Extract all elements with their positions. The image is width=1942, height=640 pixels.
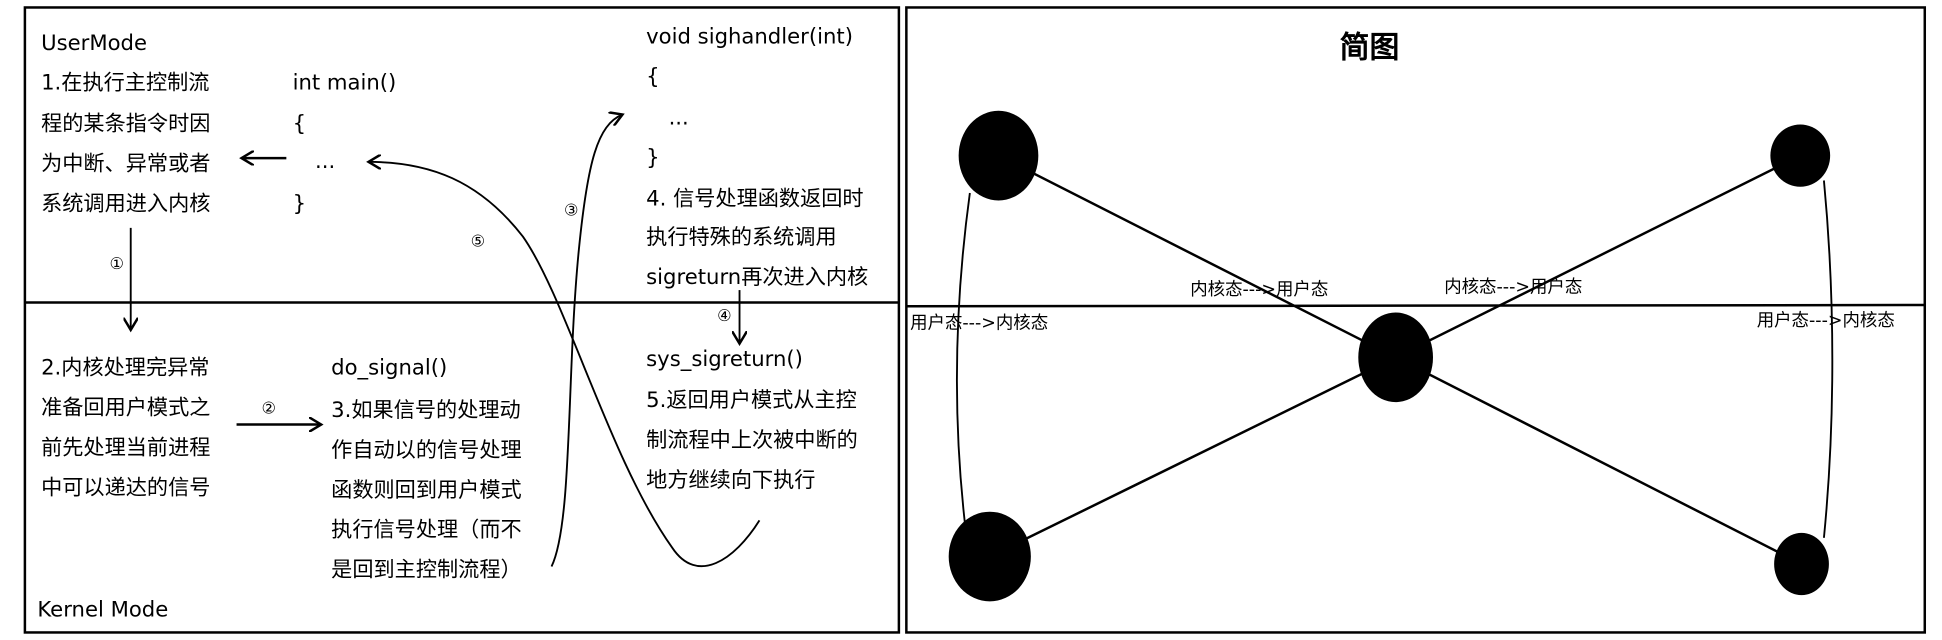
node-top-right [1770,124,1831,187]
sys-sigreturn-label: sys_sigreturn() [646,347,803,373]
handler-code-line: { [646,64,660,90]
user-to-kernel-label: 用户态--->内核态 [910,313,1049,334]
edge-tr-center [1395,154,1801,359]
left-panel-border [23,6,901,634]
step1-line: 系统调用进入内核 [41,191,211,217]
step3-line: 执行信号处理（而不 [331,517,522,543]
arc-right [1822,180,1834,538]
node-bottom-right [1774,532,1829,596]
step2-line: 2.内核处理完异常 [41,356,210,381]
marker-4: ④ [717,307,732,327]
right-panel-border [905,6,1927,634]
step3-line: 作自动以的信号处理 [331,438,522,464]
node-top-left [958,110,1039,201]
step5-line: 制流程中上次被中断的 [646,428,858,454]
marker-5: ⑤ [470,232,486,252]
arrow-3-curve [550,115,623,567]
arrow-5-curve [369,162,761,568]
marker-1: ① [109,255,125,274]
step5-line: 地方继续向下执行 [646,468,816,494]
do-signal-label: do_signal() [331,356,448,381]
main-code-line: int main() [292,70,397,96]
edge-br-center [1395,356,1803,566]
step2-line: 准备回用户模式之 [41,395,211,421]
kernel-to-user-label: 内核态--->用户态 [1444,277,1583,298]
edge-tl-center [997,154,1397,359]
step3-line: 是回到主控制流程） [331,557,522,583]
arc-left [956,192,971,524]
kernel-mode-label: Kernel Mode [37,597,169,623]
user-mode-label: UserMode [41,31,148,57]
step1-line: 为中断、异常或者 [41,151,211,177]
user-to-kernel-label: 用户态--->内核态 [1756,311,1895,332]
main-code-line: { [292,112,307,137]
marker-3: ③ [563,201,579,221]
handler-code-line: } [646,145,660,171]
step2-line: 中可以递达的信号 [41,475,211,501]
handler-code-line: void sighandler(int) [646,24,853,50]
step3-line: 函数则回到用户模式 [331,478,522,503]
step1-line: 程的某条指令时因 [41,112,211,137]
step3-line: 3.如果信号的处理动 [331,398,521,424]
edge-bl-center [989,356,1397,558]
node-center [1358,312,1433,403]
diagram-title: 简图 [1339,29,1400,65]
node-bottom-left [948,511,1031,602]
marker-2: ② [261,399,276,419]
step5-line: 5.返回用户模式从主控 [646,388,857,414]
main-code-line: ... [314,149,336,175]
step4-line: 执行特殊的系统调用 [646,225,837,251]
step1-line: 1.在执行主控制流 [41,70,210,96]
step4-line: sigreturn再次进入内核 [646,265,869,291]
main-code-line: } [292,191,307,217]
handler-code-line: ... [668,105,689,131]
step2-line: 前先处理当前进程 [41,435,211,461]
mode-divider-right [906,303,1925,308]
kernel-to-user-label: 内核态--->用户态 [1190,280,1329,301]
step4-line: 4. 信号处理函数返回时 [646,186,864,212]
